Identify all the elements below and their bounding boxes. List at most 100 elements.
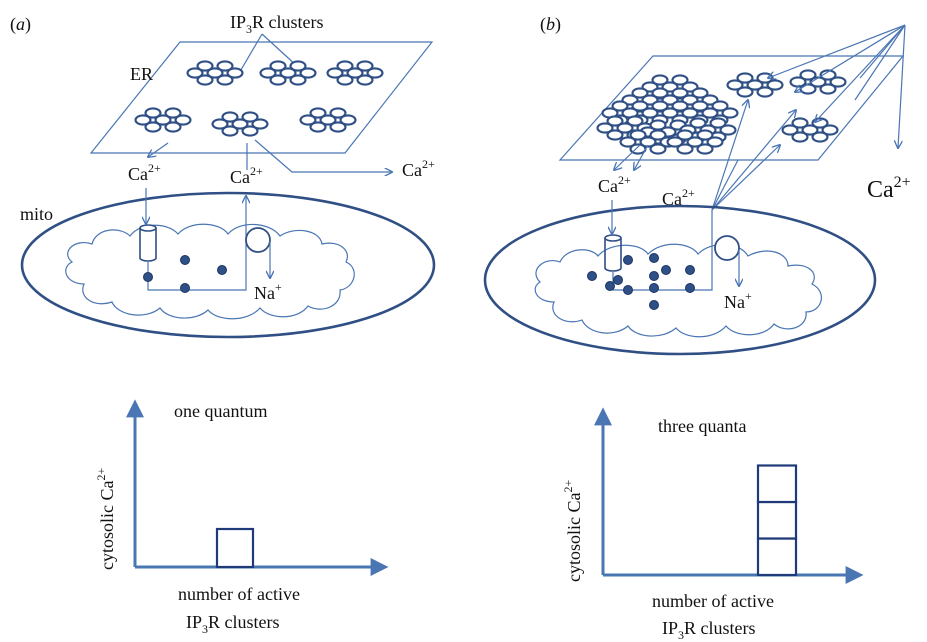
ip3r-channel	[766, 79, 784, 91]
ca-ion-dot	[143, 272, 153, 282]
quantum-box	[215, 527, 255, 569]
er-sheet	[558, 55, 905, 161]
ip3r-cluster	[781, 117, 839, 143]
ip3r-channel	[819, 83, 837, 95]
ca-ion-dot	[685, 265, 695, 275]
ip3r-channel	[269, 60, 287, 72]
ip3r-channel	[216, 60, 234, 72]
ip3r-channel	[676, 143, 694, 155]
ip3r-cluster	[134, 107, 192, 133]
ip3r-channel	[626, 115, 644, 127]
ca-label-left: Ca2+	[598, 173, 631, 196]
ip3r-channel	[366, 67, 384, 79]
plot-a-title: one quantum	[174, 401, 267, 421]
ip3r-channel	[186, 67, 204, 79]
ca-diffusion-arrow	[254, 139, 392, 172]
ip3r-channel	[629, 129, 647, 141]
ip3r-channel	[819, 69, 837, 81]
ip3r-channel	[671, 74, 689, 86]
ip3r-channel	[289, 74, 307, 86]
ip3r-channel	[231, 118, 249, 130]
ip3r-channel	[206, 67, 224, 79]
ip3r-channel	[196, 74, 214, 86]
ip3r-cluster-group	[134, 60, 384, 137]
ip3r-channel	[309, 121, 327, 133]
ip3r-channel	[756, 86, 774, 98]
ip3r-channel	[596, 122, 614, 134]
ip3r-channel	[701, 107, 719, 119]
ca-ion-dot	[649, 300, 659, 310]
ip3r-channel	[696, 129, 714, 141]
ip3r-channel	[781, 124, 799, 136]
matrix-ca-dots	[587, 253, 695, 310]
ip3r-channel	[649, 129, 667, 141]
ca-ion-dot	[605, 281, 615, 291]
er-label: ER	[130, 64, 153, 84]
ip3r-channel	[639, 136, 657, 148]
ip3r-channel	[606, 129, 624, 141]
ca-release-arrow	[148, 142, 169, 157]
ip3r-channel	[721, 107, 739, 119]
ip3r-channel	[144, 107, 162, 119]
plot-b-y-label: cytosolic Ca2+	[561, 480, 584, 582]
ip3r-channel	[631, 87, 649, 99]
ip3r-channel	[649, 143, 667, 155]
ip3r-cluster	[211, 111, 269, 137]
inner-membrane-cristae	[65, 223, 355, 320]
efflux-path	[612, 210, 713, 291]
ip3r-channel	[671, 100, 689, 112]
ip3r-channel	[289, 60, 307, 72]
ip3r-channel	[746, 79, 764, 91]
ip3r-cluster	[259, 60, 317, 86]
uniporter-channel	[604, 234, 622, 272]
ip3r-channel	[651, 74, 669, 86]
ip3r-channel	[736, 72, 754, 84]
ip3r-channel	[711, 100, 729, 112]
ip3r-channel	[619, 136, 637, 148]
ca-ion-dot	[649, 271, 659, 281]
ca-label-right-large: Ca2+	[867, 174, 911, 203]
ca-label-mid: Ca2+	[230, 164, 263, 187]
panel-b: (b) Ca2+ Ca2+ Ca2+	[483, 14, 911, 642]
matrix-ca-dots	[143, 255, 227, 293]
ip3r-channel	[736, 86, 754, 98]
ip3r-cluster	[666, 129, 724, 155]
plot-b-title: three quanta	[658, 416, 746, 436]
ip3r-channel	[339, 114, 357, 126]
ip3r-channel	[251, 118, 269, 130]
ip3r-channel	[356, 60, 374, 72]
plot-a-y-label: cytosolic Ca2+	[94, 468, 117, 570]
ip3r-channel	[799, 69, 817, 81]
ca-release-arrow	[614, 144, 641, 170]
na-label: Na+	[724, 289, 752, 312]
ip3r-channel	[686, 136, 704, 148]
ip3r-channel	[631, 100, 649, 112]
ip3r-channel	[651, 100, 669, 112]
ip3r-channel	[709, 117, 727, 129]
ip3r-channel	[676, 129, 694, 141]
ip3r-channel	[329, 121, 347, 133]
ca-uptake-arrows	[711, 100, 796, 211]
plot-b-x-label-line1: number of active	[652, 591, 774, 611]
ip3r-channel	[299, 67, 317, 79]
inner-membrane-cristae	[534, 243, 822, 338]
ip3r-channel	[269, 74, 287, 86]
plot-a-x-label-line2: IP3R clusters	[186, 612, 280, 636]
ip3r-channel	[336, 60, 354, 72]
ip3r-channel	[346, 67, 364, 79]
ca-ion-dot	[661, 265, 671, 275]
ip3r-channel	[799, 83, 817, 95]
panel-b-label: (b)	[540, 14, 561, 35]
ca-label-left: Ca2+	[128, 161, 161, 184]
leader-line	[237, 33, 263, 76]
ca-ion-dot	[623, 255, 633, 265]
ip3r-channel	[226, 67, 244, 79]
ip3r-channel	[801, 124, 819, 136]
ip3r-channel	[791, 131, 809, 143]
ip3r-clusters-label: IP3R clusters	[230, 12, 324, 36]
ip3r-channel	[681, 107, 699, 119]
ip3r-channel	[651, 87, 669, 99]
ip3r-channel	[134, 114, 152, 126]
ca-label-mid: Ca2+	[662, 186, 695, 209]
ip3r-channel	[221, 125, 239, 137]
